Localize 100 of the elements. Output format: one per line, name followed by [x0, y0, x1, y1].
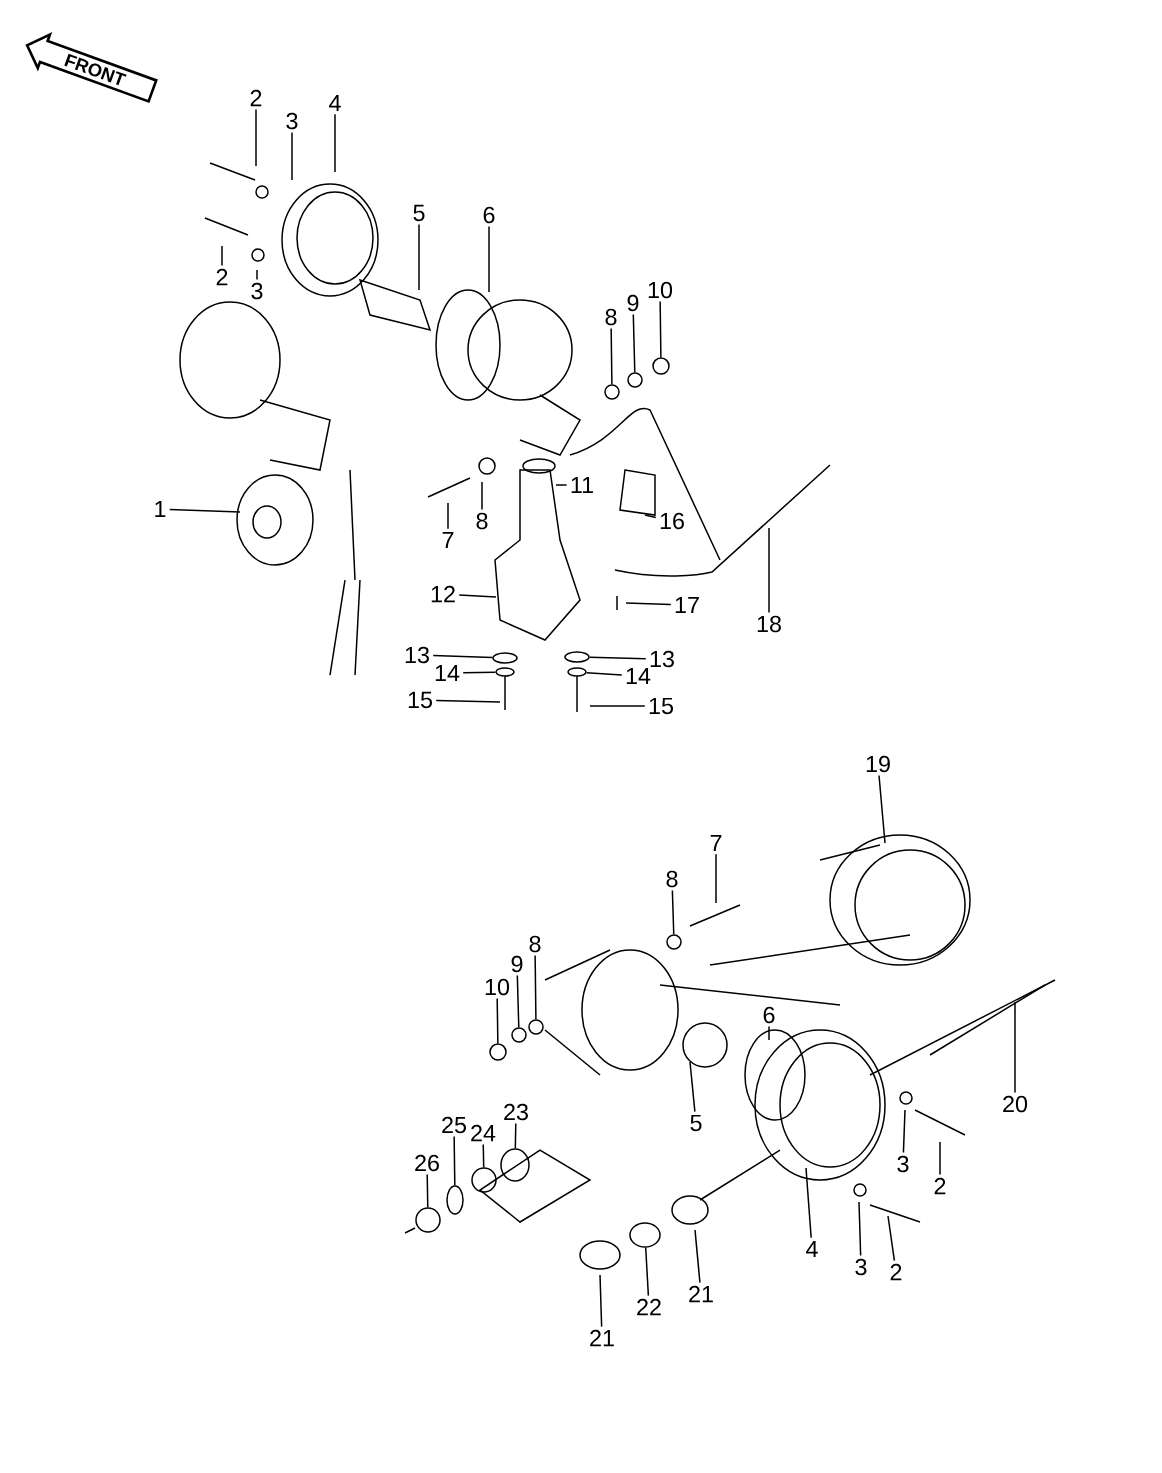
- washer: [471, 1167, 497, 1193]
- part: [495, 667, 515, 677]
- callout-number: 2: [250, 89, 262, 107]
- leader-line: [221, 245, 223, 267]
- callout-number: 3: [855, 1258, 867, 1276]
- part: [492, 652, 518, 664]
- callout-number: 26: [415, 1154, 439, 1172]
- leader-line: [715, 853, 717, 904]
- callout-number: 8: [476, 512, 488, 530]
- callout-number: 2: [890, 1263, 902, 1281]
- leader-line: [768, 1025, 770, 1041]
- callout-number: 13: [650, 650, 674, 668]
- callout-number: 4: [806, 1241, 818, 1258]
- washer: [604, 384, 620, 400]
- callout-number: 21: [689, 1285, 713, 1303]
- callout-number: 13: [405, 646, 429, 664]
- callout-number: 12: [431, 585, 455, 603]
- leader-line: [644, 1247, 650, 1297]
- leader-line: [1014, 1001, 1016, 1094]
- leader-line: [534, 954, 537, 1020]
- callout-number: 15: [649, 697, 673, 715]
- part: [446, 1185, 464, 1215]
- callout-number: 20: [1003, 1095, 1028, 1113]
- leader-line: [462, 671, 496, 674]
- callout-number: 8: [605, 308, 617, 326]
- callout-number: 9: [627, 294, 639, 312]
- leader-line: [939, 1141, 941, 1176]
- part: [500, 1148, 530, 1182]
- washer: [415, 1207, 441, 1233]
- callout-number: 8: [666, 870, 678, 888]
- leader-line: [435, 699, 501, 703]
- washer: [666, 934, 682, 950]
- callout-number: 21: [590, 1329, 614, 1347]
- callout-number: 5: [413, 204, 425, 222]
- callout-number: 19: [866, 755, 890, 773]
- leader-line: [516, 974, 520, 1028]
- part: [567, 667, 587, 677]
- callout-number: 10: [648, 281, 673, 299]
- leader-line: [887, 1215, 896, 1262]
- leader-line: [659, 300, 662, 358]
- callout-number: 3: [286, 112, 298, 130]
- callout-number: 25: [442, 1116, 466, 1134]
- washer: [652, 357, 670, 375]
- callout-number: 5: [690, 1114, 702, 1132]
- part: [564, 651, 590, 663]
- callout-number: 22: [637, 1298, 661, 1316]
- leader-line: [458, 594, 497, 598]
- callout-number: 10: [485, 978, 510, 996]
- leader-line: [555, 484, 568, 486]
- leader-line: [418, 223, 420, 291]
- callout-number: 11: [571, 477, 593, 494]
- leader-line: [644, 514, 657, 519]
- leader-line: [453, 1135, 456, 1186]
- callout-number: 16: [660, 512, 684, 530]
- leader-line: [256, 269, 258, 281]
- callout-number: 15: [408, 691, 432, 709]
- leader-line: [589, 705, 646, 707]
- callout-number: 23: [504, 1103, 528, 1121]
- leader-line: [488, 225, 490, 293]
- callout-number: 18: [757, 615, 781, 633]
- callout-number: 1: [155, 501, 166, 518]
- leader-line: [632, 313, 636, 373]
- leader-line: [599, 1274, 603, 1328]
- callout-number: 7: [710, 835, 722, 852]
- callout-number: 14: [435, 665, 460, 682]
- callout-number: 7: [442, 532, 454, 549]
- leader-line: [514, 1122, 517, 1149]
- washer: [489, 1043, 507, 1061]
- callout-number: 9: [511, 955, 523, 973]
- leader-line: [858, 1201, 862, 1257]
- leader-line: [432, 654, 494, 659]
- leader-line: [481, 481, 483, 511]
- leader-line: [426, 1173, 429, 1208]
- leader-line: [878, 774, 886, 844]
- leader-line: [585, 671, 623, 676]
- leader-line: [334, 113, 336, 173]
- callout-number: 4: [329, 95, 341, 112]
- leader-line: [291, 131, 293, 181]
- leader-line: [610, 327, 613, 385]
- callout-number: 6: [483, 206, 495, 224]
- leader-line: [169, 508, 241, 513]
- leader-line: [689, 1061, 696, 1113]
- leader-line: [902, 1109, 906, 1154]
- callout-number: 6: [763, 1006, 775, 1024]
- leader-line: [496, 997, 499, 1044]
- callout-number: 17: [675, 597, 699, 614]
- callout-number: 3: [897, 1155, 909, 1173]
- leader-line: [805, 1167, 812, 1239]
- leader-line: [255, 108, 257, 167]
- leader-line: [447, 502, 449, 530]
- leader-line: [589, 656, 647, 660]
- washer: [511, 1027, 527, 1043]
- callout-number: 24: [471, 1124, 496, 1142]
- leader-line: [694, 1229, 701, 1284]
- washer: [528, 1019, 544, 1035]
- leader-line: [482, 1143, 485, 1168]
- callout-number: 2: [216, 268, 228, 286]
- leader-line: [768, 527, 770, 614]
- leader-line: [671, 889, 675, 935]
- callout-number: 2: [934, 1177, 946, 1195]
